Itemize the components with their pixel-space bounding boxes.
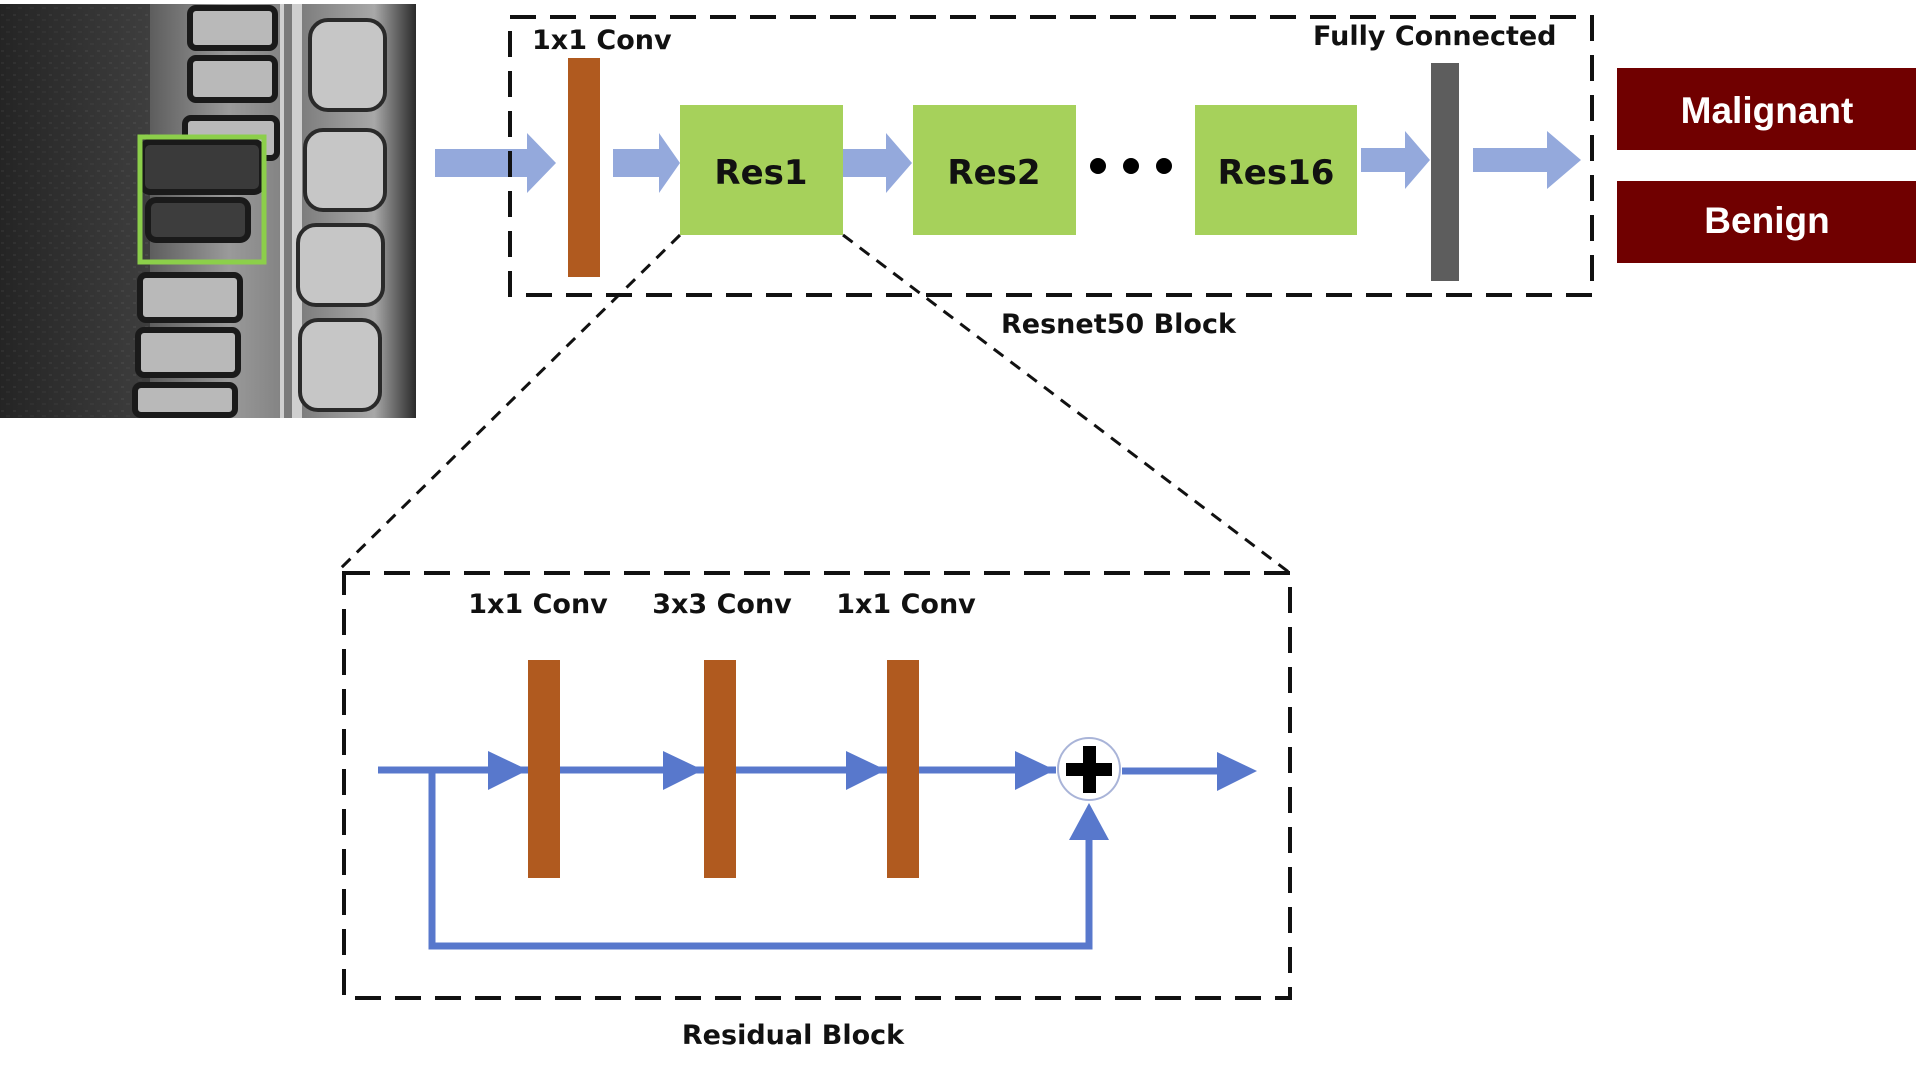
resnet-conv-layer	[568, 58, 600, 277]
skip-connection-line	[428, 770, 1093, 950]
arrowhead	[1069, 803, 1109, 840]
residual-block-title: Residual Block	[682, 1020, 905, 1051]
residual-block-frame	[342, 571, 1292, 1000]
res-block-16-label: Res16	[1218, 153, 1335, 193]
zoom-line-left	[339, 233, 682, 570]
res16-to-fc-arrow	[1361, 131, 1430, 189]
res-block-1-label: Res1	[714, 153, 807, 193]
residual-conv-label-2: 3x3 Conv	[652, 589, 792, 620]
output-malignant-label: Malignant	[1681, 90, 1854, 131]
plus-icon	[1057, 737, 1121, 801]
flow-arrows	[435, 131, 1581, 193]
res-block-2	[913, 105, 1076, 235]
output-benign-box	[1617, 181, 1916, 263]
output-malignant-box	[1617, 68, 1916, 150]
ellipsis-dot	[1156, 158, 1172, 174]
fully-connected-layer	[1431, 63, 1459, 281]
residual-conv-layer-2	[704, 660, 736, 878]
resnet-conv-label: 1x1 Conv	[532, 25, 672, 56]
res-block-16	[1195, 105, 1357, 235]
arrowhead	[488, 751, 528, 790]
residual-arrowheads	[488, 751, 1257, 840]
residual-conv-layer-1	[528, 660, 560, 878]
spine-mri-image	[0, 4, 416, 418]
region-of-interest-box	[137, 134, 267, 265]
fully-connected-label: Fully Connected	[1313, 21, 1557, 52]
conv-to-res1-arrow	[613, 133, 680, 193]
input-arrow	[435, 133, 556, 193]
residual-conv-label-1: 1x1 Conv	[468, 589, 608, 620]
fc-to-output-arrow	[1473, 131, 1581, 189]
res-block-2-label: Res2	[947, 153, 1040, 193]
residual-conv-label-3: 1x1 Conv	[836, 589, 976, 620]
zoom-line-right	[842, 233, 1291, 575]
ellipsis-dot	[1123, 158, 1139, 174]
resnet50-block-frame	[508, 15, 1594, 297]
ellipsis-dot	[1090, 158, 1106, 174]
arrowhead	[663, 751, 703, 790]
residual-conv-layer-3	[887, 660, 919, 878]
arrowhead	[1217, 752, 1257, 791]
ellipsis-dots	[1090, 158, 1172, 174]
res-block-1	[680, 105, 843, 235]
res1-to-res2-arrow	[843, 133, 912, 193]
resnet50-block-title: Resnet50 Block	[1001, 309, 1237, 340]
arrowhead	[1015, 751, 1055, 790]
arrowhead	[846, 751, 886, 790]
output-benign-label: Benign	[1704, 200, 1829, 241]
